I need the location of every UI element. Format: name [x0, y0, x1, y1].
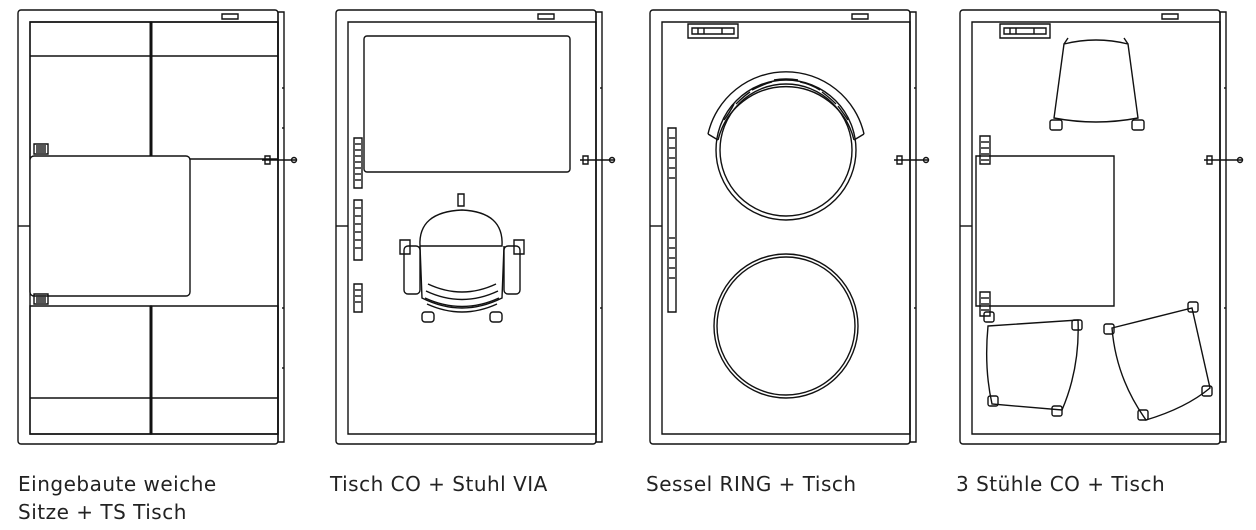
- table: [976, 156, 1114, 306]
- caption-line: Tisch CO + Stuhl VIA: [330, 472, 548, 496]
- control-panel: [688, 24, 738, 38]
- control-panel: [1000, 24, 1050, 38]
- door-rail: [910, 12, 916, 442]
- booth-shell: [336, 10, 596, 444]
- chair-co-bottom-right: [1104, 302, 1212, 420]
- chair-co-bottom-left: [984, 312, 1082, 416]
- caption-variant-2: Tisch CO + Stuhl VIA: [330, 470, 548, 498]
- caption-line: Sitze + TS Tisch: [18, 500, 187, 524]
- round-table: [714, 254, 858, 398]
- caption-variant-3: Sessel RING + Tisch: [646, 470, 857, 498]
- floor-plan-built-in-seats: [14, 8, 298, 448]
- table-co: [364, 36, 570, 172]
- armchair-ring: [708, 72, 864, 220]
- lower-seats: [30, 306, 278, 434]
- floor-plan-table-co-chair-via: [332, 8, 616, 448]
- door-handle: [580, 156, 615, 164]
- ts-table: [30, 156, 190, 296]
- booth-inner-wall: [972, 22, 1220, 434]
- caption-variant-4: 3 Stühle CO + Tisch: [956, 470, 1165, 498]
- booth-shell: [960, 10, 1220, 444]
- door-handle: [1204, 156, 1243, 164]
- caption-variant-1: Eingebaute weiche Sitze + TS Tisch: [18, 470, 217, 526]
- caption-line: Eingebaute weiche: [18, 472, 217, 496]
- chair-co-top: [1050, 38, 1144, 130]
- vent-grill: [34, 144, 48, 304]
- chair-via: [400, 194, 524, 322]
- caption-line: Sessel RING + Tisch: [646, 472, 857, 496]
- door-rail: [596, 12, 602, 442]
- vent-grill: [668, 128, 676, 312]
- vent-grill: [354, 138, 362, 312]
- vent-grill: [980, 136, 990, 316]
- caption-line: 3 Stühle CO + Tisch: [956, 472, 1166, 496]
- booth-inner-wall: [348, 22, 596, 434]
- booth-shell: [650, 10, 910, 444]
- door-handle: [262, 156, 297, 164]
- floor-plan-sessel-ring: [646, 8, 930, 448]
- door-handle: [894, 156, 929, 164]
- door-rail: [278, 12, 284, 442]
- upper-seats: [30, 22, 278, 159]
- floor-plan-3-chairs-co: [956, 8, 1246, 448]
- door-rail: [1220, 12, 1226, 442]
